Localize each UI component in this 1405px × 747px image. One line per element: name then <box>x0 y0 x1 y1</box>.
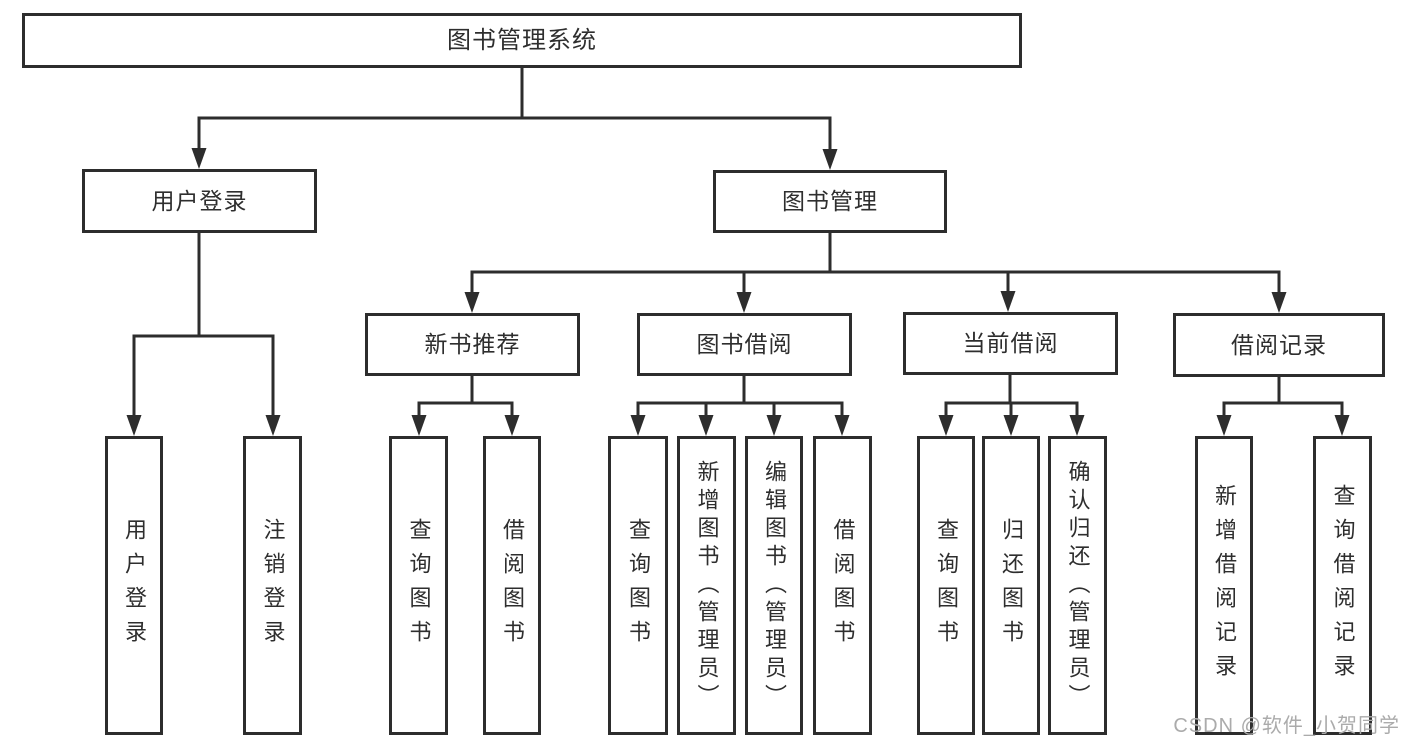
node-library-management-system: 图书管理系统 <box>22 13 1022 68</box>
node-label: 当前借阅 <box>962 330 1059 356</box>
node-new-book-recommend: 新书推荐 <box>365 313 580 376</box>
node-label: 用户登录 <box>122 517 147 654</box>
csdn-watermark: CSDN @软件_小贺同学 <box>1173 715 1400 737</box>
leaf-query-books-borrowing: 查询图书 <box>608 436 668 735</box>
node-label: 借阅图书 <box>830 517 856 654</box>
node-label: 图书借阅 <box>696 331 793 357</box>
node-label: 借阅图书 <box>500 517 525 654</box>
leaf-edit-book-admin: 编辑图书（管理员） <box>745 436 803 735</box>
leaf-user-login: 用户登录 <box>105 436 163 735</box>
node-label: 编辑图书（管理员） <box>762 459 787 712</box>
node-label: 新增借阅记录 <box>1212 483 1237 688</box>
node-label: 新书推荐 <box>424 331 521 357</box>
leaf-return-books: 归还图书 <box>982 436 1040 735</box>
leaf-add-book-admin: 新增图书（管理员） <box>677 436 736 735</box>
node-label: 查询图书 <box>406 517 432 654</box>
leaf-query-books-recommend: 查询图书 <box>389 436 448 735</box>
node-user-login: 用户登录 <box>82 169 317 233</box>
node-label: 查询图书 <box>626 517 651 654</box>
leaf-add-borrow-record: 新增借阅记录 <box>1195 436 1253 735</box>
node-label: 图书管理 <box>782 188 878 214</box>
node-borrowing-records: 借阅记录 <box>1173 313 1385 377</box>
node-label: 确认归还（管理员） <box>1065 459 1091 712</box>
node-label: 注销登录 <box>260 517 286 654</box>
node-label: 图书管理系统 <box>447 26 597 54</box>
leaf-borrow-books: 借阅图书 <box>813 436 872 735</box>
node-label: 查询借阅记录 <box>1330 483 1356 688</box>
node-label: 新增图书（管理员） <box>694 459 720 712</box>
node-label: 用户登录 <box>151 187 248 214</box>
node-label: 查询图书 <box>934 517 959 654</box>
leaf-confirm-return-admin: 确认归还（管理员） <box>1048 436 1107 735</box>
leaf-borrow-books-recommend: 借阅图书 <box>483 436 541 735</box>
node-book-borrowing: 图书借阅 <box>637 313 852 376</box>
leaf-query-borrow-record: 查询借阅记录 <box>1313 436 1372 735</box>
node-book-management: 图书管理 <box>713 170 947 233</box>
node-label: 归还图书 <box>999 517 1024 654</box>
node-label: 借阅记录 <box>1231 331 1327 358</box>
leaf-logout: 注销登录 <box>243 436 302 735</box>
node-current-borrowing: 当前借阅 <box>903 312 1118 375</box>
leaf-query-books-current: 查询图书 <box>917 436 975 735</box>
